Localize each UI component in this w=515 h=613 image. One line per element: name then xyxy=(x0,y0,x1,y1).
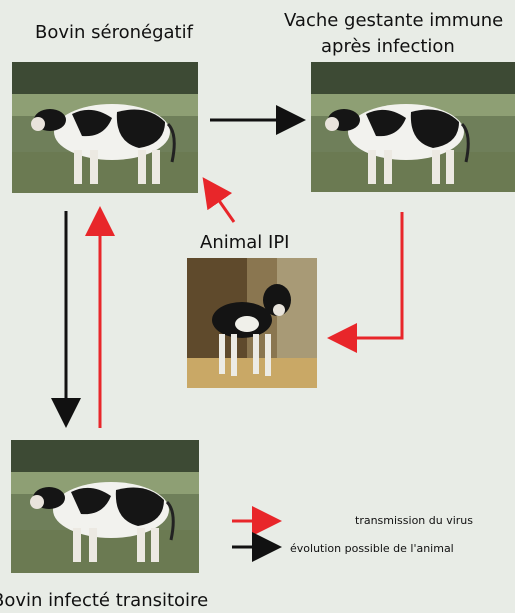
arrow-red-ipi-to-seronegatif xyxy=(206,182,234,222)
arrow-red-vache-to-ipi xyxy=(333,212,402,338)
